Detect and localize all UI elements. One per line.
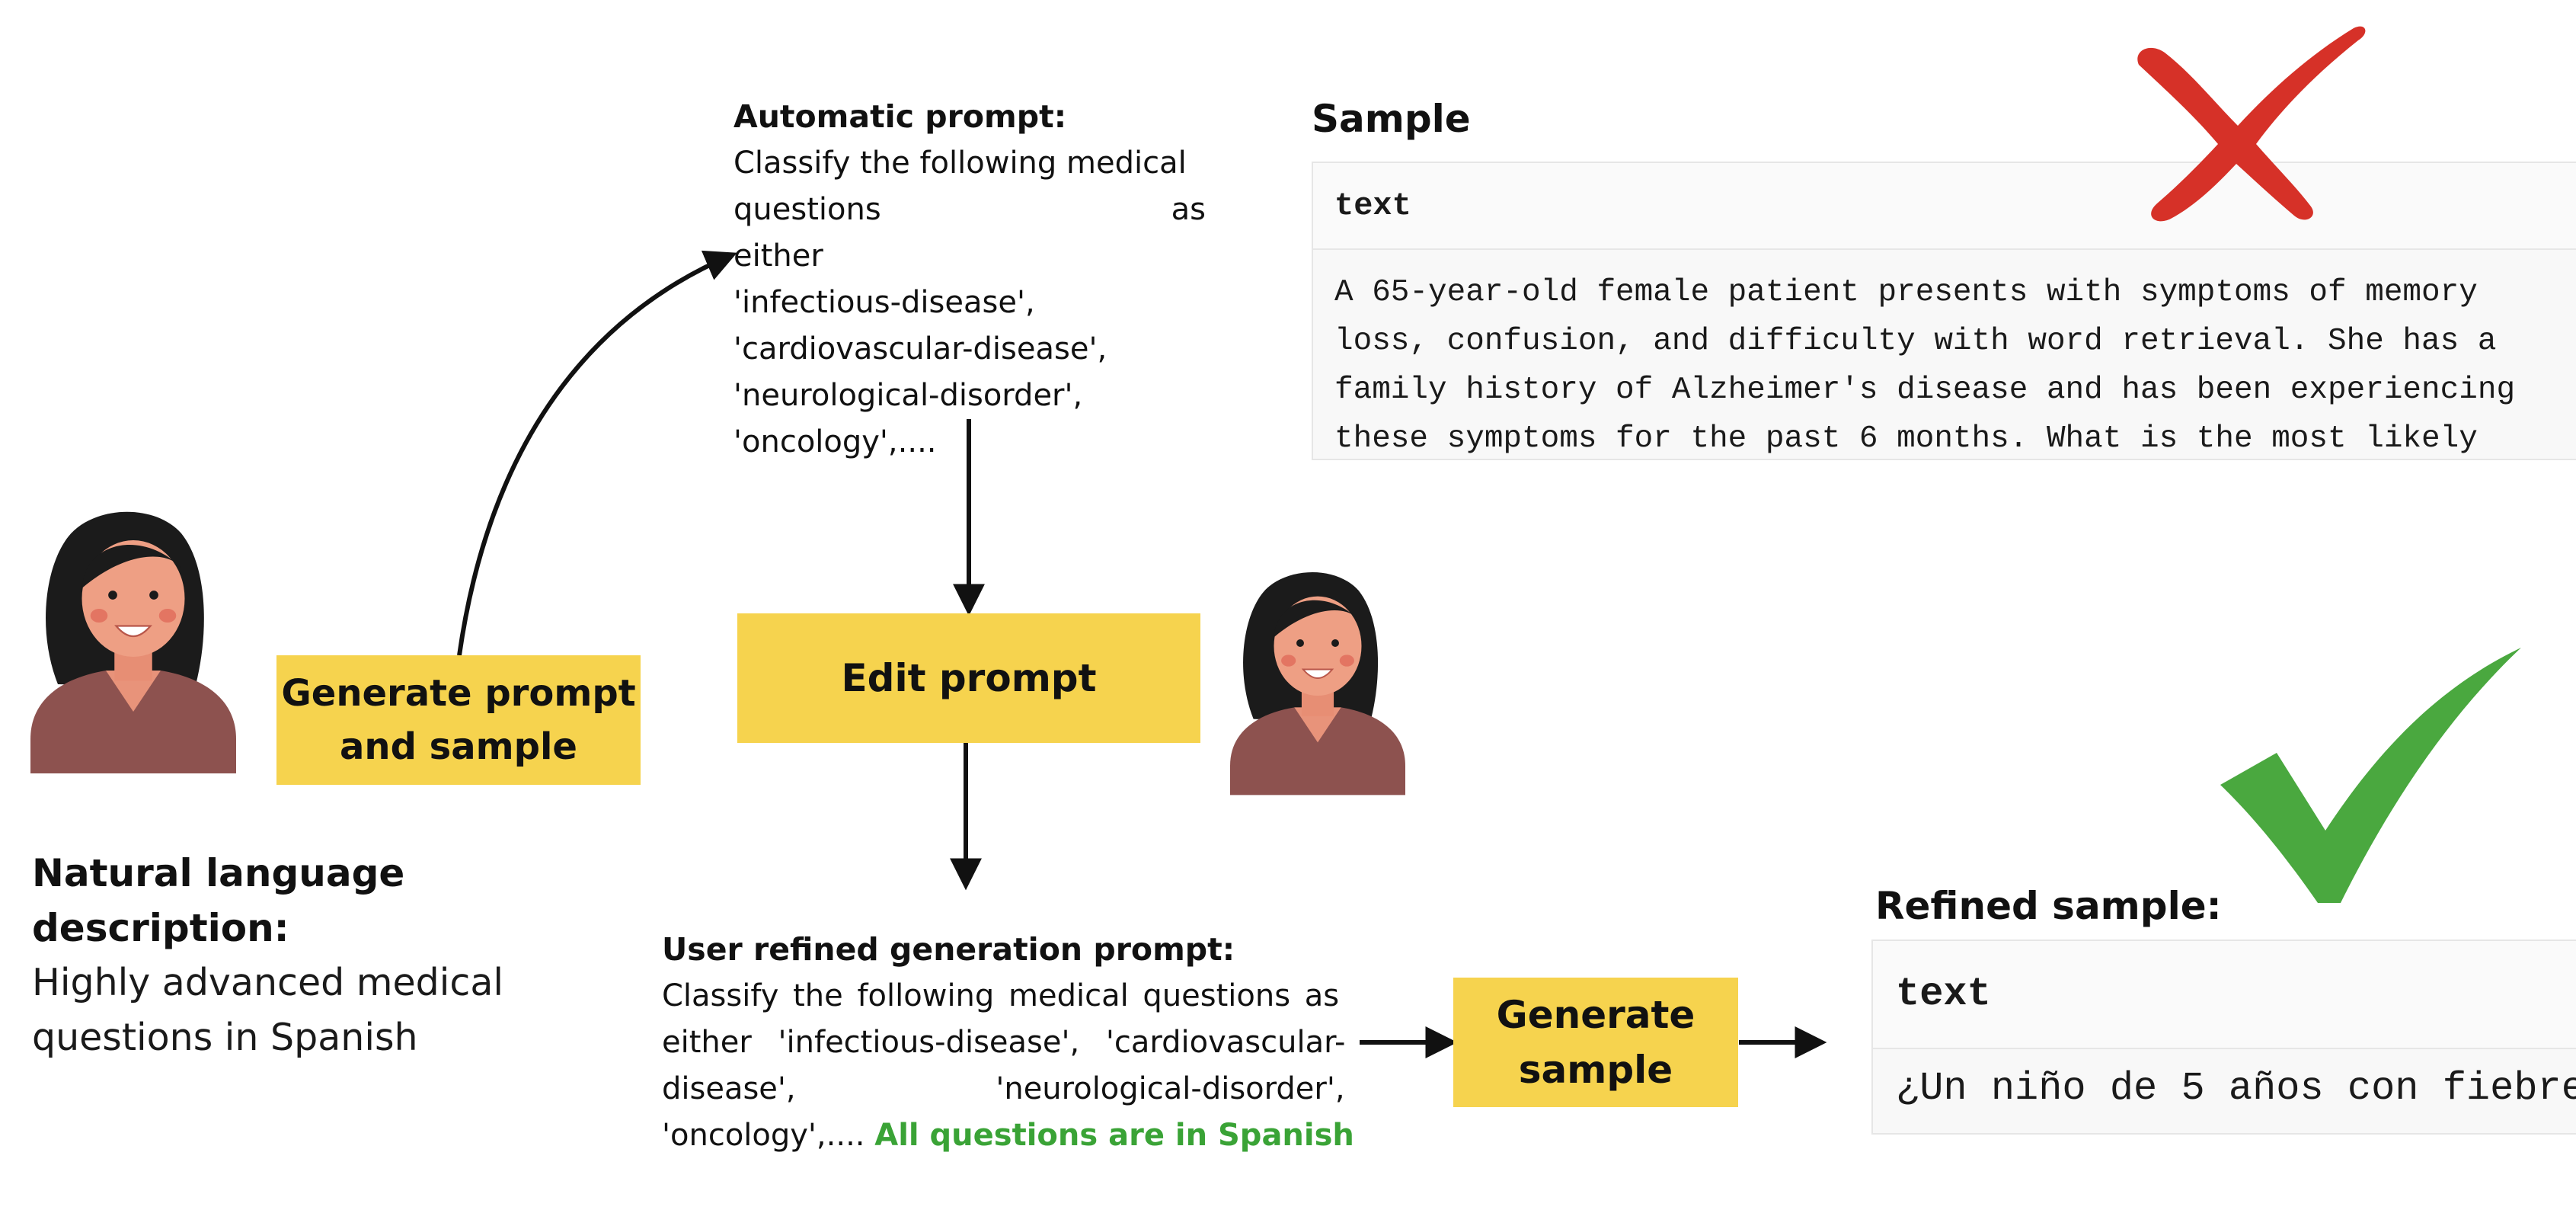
green-check-icon <box>2220 648 2521 903</box>
refined-prompt: User refined generation prompt: Classify… <box>662 926 1363 1159</box>
woman-avatar-icon <box>1230 571 1405 795</box>
user-description: Natural language description: Highly adv… <box>32 846 641 1065</box>
refined-prompt-text: Classify the following medical questions… <box>662 973 1363 1159</box>
woman-avatar-icon <box>30 511 236 773</box>
generate-sample-label-line1: Generate <box>1496 993 1695 1037</box>
sample-line4: these symptoms for the past 6 months. Wh… <box>1334 421 2478 456</box>
generate-prompt-button[interactable]: Generate prompt and sample <box>276 655 641 785</box>
sample-card: text A 65-year-old female patient presen… <box>1312 162 2576 460</box>
automatic-prompt-line5: 'neurological-disorder', <box>733 378 1083 413</box>
refined-sample-card-body: ¿Un niño de 5 años con fiebre <box>1873 1049 2576 1133</box>
automatic-prompt-text: Classify the following medical questions… <box>733 140 1206 466</box>
refined-prompt-line1: Classify the following medical questions… <box>662 978 1340 1013</box>
user-description-line1: Highly advanced medical <box>32 961 503 1004</box>
refined-prompt-line3: disease', 'neurological-disorder', <box>662 1071 1345 1106</box>
automatic-prompt-line1: Classify the following medical <box>733 146 1187 181</box>
generate-prompt-label-line2: and sample <box>340 725 577 768</box>
sample-line1: A 65-year-old female patient presents wi… <box>1334 275 2478 310</box>
automatic-prompt-line2-row: questions as either <box>733 187 1206 280</box>
generate-sample-button[interactable]: Generate sample <box>1453 978 1738 1107</box>
refined-prompt-highlight: All questions are in Spanish <box>874 1118 1354 1153</box>
refined-prompt-line4: 'oncology',.... <box>662 1118 865 1153</box>
refined-sample-line1: ¿Un niño de 5 años con fiebre <box>1896 1066 2576 1111</box>
refined-prompt-line4-row: 'oncology',.... All questions are in Spa… <box>662 1112 1363 1159</box>
edit-prompt-button[interactable]: Edit prompt <box>737 613 1200 743</box>
automatic-prompt-line6: 'oncology',.... <box>733 424 937 459</box>
sample-title: Sample <box>1312 97 1471 141</box>
automatic-prompt-line4: 'cardiovascular-disease', <box>733 331 1107 367</box>
refined-sample-card-header: text <box>1873 941 2576 1049</box>
sample-line3: family history of Alzheimer's disease an… <box>1334 373 2516 408</box>
refined-prompt-line2: either 'infectious-disease', 'cardiovasc… <box>662 1025 1346 1060</box>
red-cross-icon <box>2137 26 2366 222</box>
refined-sample-card: text ¿Un niño de 5 años con fiebre <box>1871 940 2576 1135</box>
automatic-prompt: Automatic prompt: Classify the following… <box>733 93 1206 466</box>
automatic-prompt-line2: questions as either <box>733 192 1206 274</box>
refined-prompt-title: User refined generation prompt: <box>662 931 1235 968</box>
automatic-prompt-title: Automatic prompt: <box>733 98 1067 135</box>
generate-prompt-label-line1: Generate prompt <box>281 672 636 715</box>
arrow-generate-to-automatic <box>457 250 737 656</box>
refined-sample-title: Refined sample: <box>1875 884 2222 928</box>
user-description-line2: questions in Spanish <box>32 1016 418 1059</box>
user-description-title: Natural language description: <box>32 851 405 950</box>
automatic-prompt-line3: 'infectious-disease', <box>733 285 1035 320</box>
sample-line2: loss, confusion, and difficulty with wor… <box>1334 324 2497 359</box>
generate-sample-label-line2: sample <box>1518 1048 1673 1092</box>
sample-card-body: A 65-year-old female patient presents wi… <box>1313 250 2576 459</box>
edit-prompt-label: Edit prompt <box>841 656 1097 700</box>
sample-card-header: text <box>1313 163 2576 250</box>
